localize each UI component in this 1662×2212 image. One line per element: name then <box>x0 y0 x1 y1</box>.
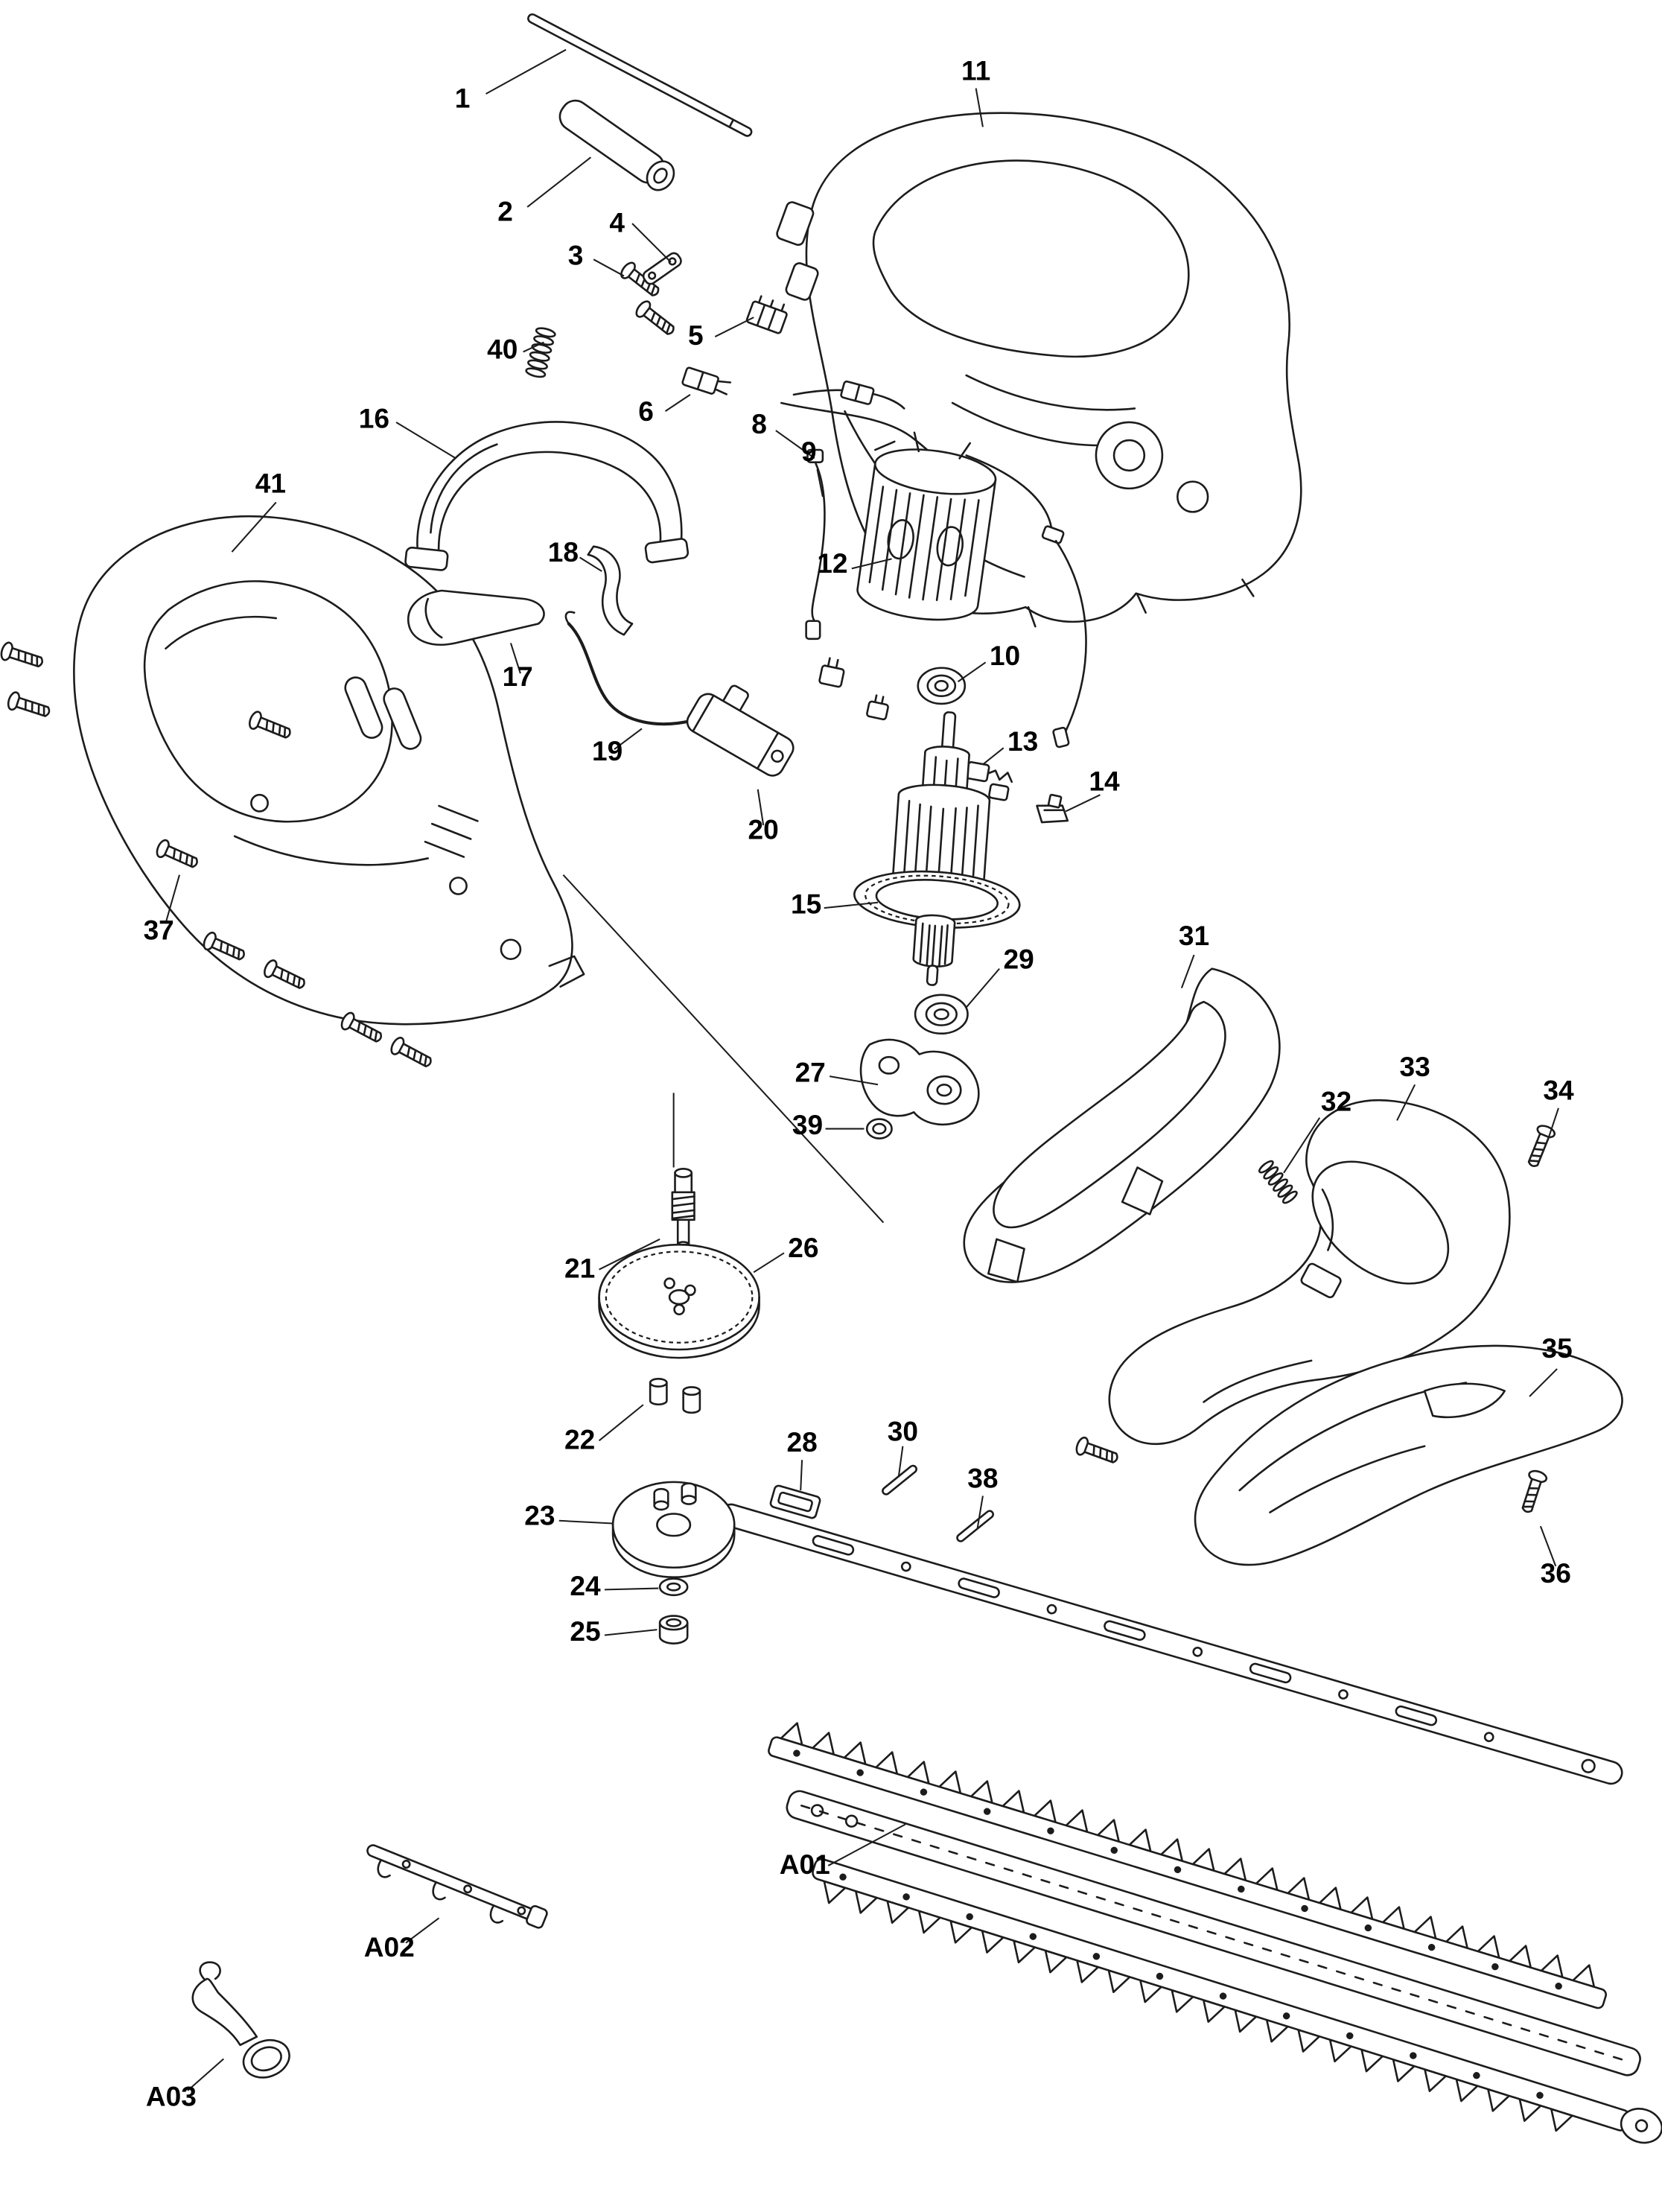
part-label-15: 15 <box>791 889 821 920</box>
part-label-a01: A01 <box>780 1849 830 1880</box>
part-label-2: 2 <box>497 195 513 226</box>
part-2-sleeve <box>558 99 675 191</box>
part-label-3: 3 <box>568 240 584 271</box>
part-a02-assembly <box>366 1844 548 1929</box>
part-label-24: 24 <box>570 1570 601 1601</box>
part-25-cap <box>658 1615 689 1644</box>
part-label-27: 27 <box>795 1057 826 1088</box>
part-label-18: 18 <box>548 536 579 568</box>
part-label-4: 4 <box>609 206 625 238</box>
part-label-41: 41 <box>255 467 286 498</box>
part-41-motor-housing <box>73 515 585 1026</box>
part-label-6: 6 <box>638 395 654 427</box>
part-label-22: 22 <box>564 1423 595 1455</box>
part-label-8: 8 <box>751 408 767 439</box>
part-label-14: 14 <box>1089 766 1120 797</box>
part-12-field-stator <box>856 431 997 621</box>
part-33-rear-handle <box>1108 1099 1511 1446</box>
part-23-blade-holder <box>611 1481 1623 1785</box>
part-label-a02: A02 <box>364 1931 415 1962</box>
part-36-screw <box>1517 1468 1549 1516</box>
part-17-trigger <box>407 589 545 646</box>
part-40-spring <box>525 327 556 378</box>
part-label-a03: A03 <box>146 2080 197 2111</box>
part-26-gear <box>598 1243 760 1359</box>
part-label-12: 12 <box>817 547 847 579</box>
part-11-motor-housing <box>776 112 1302 628</box>
part-22-bushings <box>649 1377 701 1414</box>
part-18-lock-lever <box>587 545 634 636</box>
part-terminal-clips <box>818 657 889 721</box>
part-6-connector <box>681 366 732 395</box>
part-14-brush-holder <box>1036 793 1069 824</box>
part-a03-cord-hook <box>191 1961 290 2079</box>
part-9-lead-wire <box>805 448 826 641</box>
part-label-29: 29 <box>1004 944 1034 975</box>
part-label-28: 28 <box>786 1426 817 1458</box>
part-24-washer <box>658 1577 689 1597</box>
part-label-35: 35 <box>1541 1332 1572 1364</box>
part-labels: 1 2 3 4 5 6 8 9 10 11 12 13 14 15 16 17 … <box>144 54 1574 2111</box>
part-label-32: 32 <box>1321 1085 1351 1116</box>
part-label-36: 36 <box>1541 1557 1571 1589</box>
part-label-20: 20 <box>748 813 779 845</box>
leader-lines <box>165 48 1559 2091</box>
part-28-clamp-block <box>769 1484 821 1519</box>
part-label-37: 37 <box>144 915 174 946</box>
part-10-bearing <box>917 667 967 705</box>
part-label-5: 5 <box>688 320 704 351</box>
part-label-33: 33 <box>1400 1051 1430 1082</box>
part-label-10: 10 <box>990 640 1020 671</box>
part-label-17: 17 <box>503 661 533 692</box>
handle-mount-screw <box>1073 1434 1121 1469</box>
part-21-pin <box>671 1168 695 1249</box>
part-30-pin <box>882 1464 917 1496</box>
part-label-9: 9 <box>801 436 817 467</box>
part-label-26: 26 <box>788 1232 818 1263</box>
part-label-39: 39 <box>792 1109 823 1140</box>
part-4-plate <box>642 252 682 285</box>
part-label-23: 23 <box>524 1499 555 1531</box>
part-label-13: 13 <box>1007 725 1038 757</box>
part-38-pin <box>956 1510 994 1542</box>
part-16-front-handle <box>404 421 690 571</box>
part-29-bearing <box>914 994 969 1035</box>
part-39-washer <box>865 1118 893 1140</box>
part-label-30: 30 <box>888 1415 918 1446</box>
part-label-34: 34 <box>1543 1075 1574 1106</box>
part-31-loop-handle <box>963 967 1281 1283</box>
part-label-31: 31 <box>1179 920 1209 951</box>
part-35-guard <box>1194 1344 1623 1566</box>
part-5-terminal-block <box>745 295 788 334</box>
part-27-eccentric-link <box>859 1038 980 1126</box>
part-label-25: 25 <box>570 1615 600 1647</box>
part-label-11: 11 <box>961 54 990 86</box>
part-label-40: 40 <box>487 334 518 365</box>
part-20-switch <box>686 684 795 777</box>
part-label-21: 21 <box>564 1253 595 1284</box>
part-a01-blade-assembly <box>768 1722 1662 2144</box>
part-32-spring <box>1258 1160 1298 1204</box>
part-label-16: 16 <box>359 402 389 433</box>
part-1-shaft-rod <box>527 13 753 137</box>
part-label-19: 19 <box>592 735 623 766</box>
part-label-38: 38 <box>967 1462 998 1493</box>
construction-lines <box>562 874 885 1224</box>
part-label-1: 1 <box>455 83 471 114</box>
part-15-armature <box>853 711 1021 986</box>
